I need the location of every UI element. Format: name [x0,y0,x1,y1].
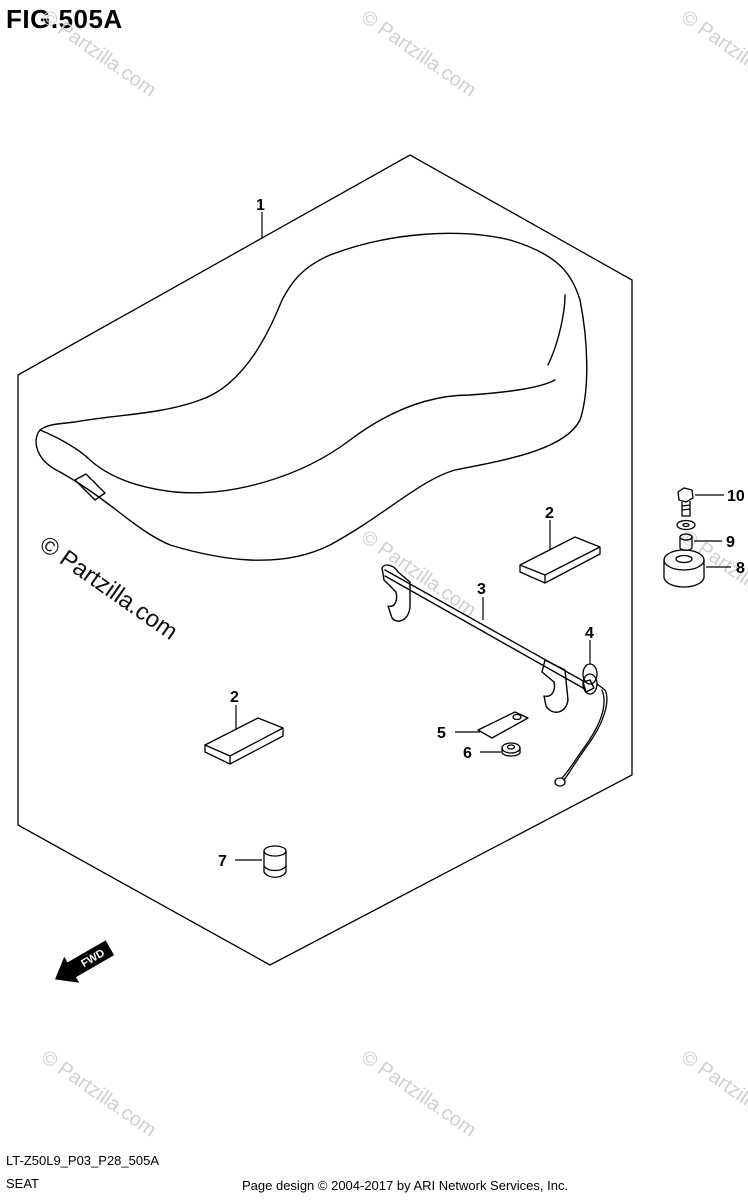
callout-label: 9 [726,534,735,551]
seat-illustration [35,232,588,561]
forward-direction-arrow: FWD [55,940,115,983]
washer-illustration [676,519,696,531]
watermark-text: © Partzilla.com [357,1046,480,1141]
callout-label: 3 [477,581,486,598]
seat-pad-lower [204,717,284,765]
seat-pad-upper [519,536,601,584]
spring-illustration [554,663,608,787]
callout-label: 5 [437,725,446,742]
callout-label: 8 [736,560,745,577]
plate-illustration [477,711,529,739]
watermark-text: © Partzilla.com [37,6,160,101]
diagram-code: LT-Z50L9_P03_P28_505A [6,1153,159,1168]
watermark-text: © Partzilla.com [677,6,748,101]
page-credit: Page design © 2004-2017 by ARI Network S… [242,1178,569,1193]
callout-label: 2 [230,689,239,706]
callout-label: 10 [727,488,745,505]
assembly-boundary [17,154,633,966]
watermark-text: © Partzilla.com [357,6,480,101]
watermark-text: © Partzilla.com [37,1046,160,1141]
callout-label: 2 [545,505,554,522]
callout-label: 6 [463,745,472,762]
cushion-large-illustration [663,549,705,588]
section-name: SEAT [6,1176,39,1191]
callout-label: 4 [585,625,594,642]
callout-label: 7 [218,853,227,870]
watermark-text: © Partzilla.com [357,526,480,621]
cushion-small-illustration [263,845,287,878]
seat-lock-rod [381,564,595,713]
callout-label: 1 [256,197,265,214]
bolt-illustration [677,487,694,517]
watermark-text-dark: © Partzilla.com [35,531,183,646]
nut-illustration [501,742,521,757]
figure-title: FIG.505A [6,4,123,34]
watermark-text: © Partzilla.com [677,1046,748,1141]
